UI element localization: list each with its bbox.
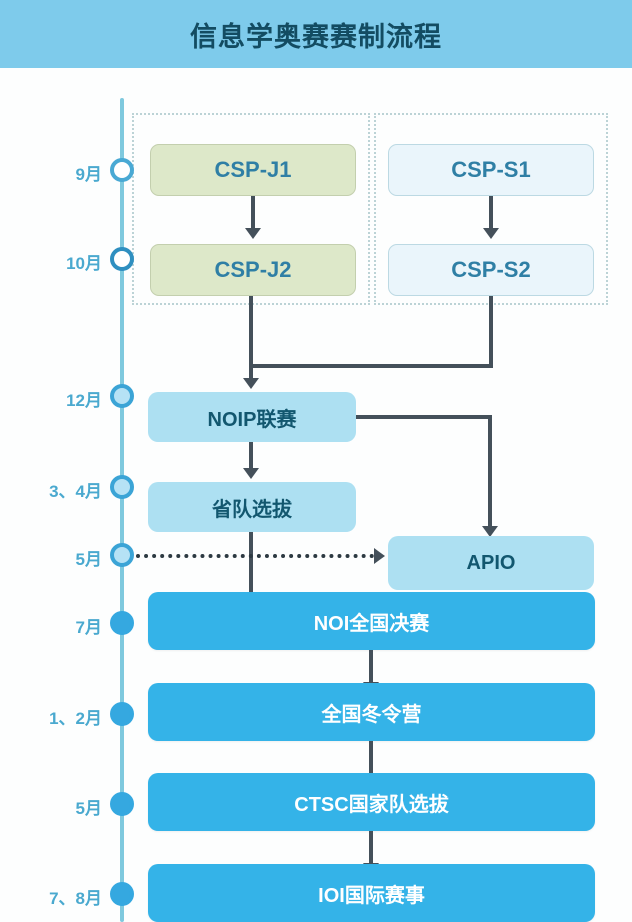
node-winter-camp[interactable]: 全国冬令营 [148,683,595,741]
connector-noip-to-apio-h [356,415,492,419]
timeline-axis [120,98,124,922]
node-csp-j2[interactable]: CSP-J2 [150,244,356,296]
timeline-label-5yue-apio: 5月 [75,550,102,569]
arrowhead-apio-top [482,526,498,537]
node-ioi[interactable]: IOI国际赛事 [148,864,595,922]
node-csp-j1[interactable]: CSP-J1 [150,144,356,196]
connector-merge-to-noip [249,364,253,382]
connector-cspj2-down [249,296,253,368]
arrowhead-csps2 [483,228,499,239]
node-csp-s1[interactable]: CSP-S1 [388,144,594,196]
node-csp-s2[interactable]: CSP-S2 [388,244,594,296]
timeline-label-9yue: 9月 [75,165,102,184]
arrowhead-apio-left [374,548,385,564]
timeline-label-7yue: 7月 [75,618,102,637]
page-header: 信息学奥赛赛制流程 [0,0,632,68]
connector-cspj1-to-cspj2 [251,196,255,232]
page-title: 信息学奥赛赛制流程 [190,21,442,52]
timeline-node-10yue [110,247,134,271]
connector-noi-to-winter [369,650,373,688]
connector-csps2-left [249,364,493,368]
connector-ctsc-to-ioi [369,831,373,869]
flowchart-canvas: 9月 10月 12月 3、4月 5月 7月 1、2月 5月 7、8月 CSP-J… [0,68,632,922]
timeline-node-7-8yue [110,882,134,906]
timeline-label-1-2yue: 1、2月 [49,709,102,728]
node-ctsc-selection[interactable]: CTSC国家队选拔 [148,773,595,831]
timeline-node-5yue-apio [110,543,134,567]
timeline-node-9yue [110,158,134,182]
node-noi-final[interactable]: NOI全国决赛 [148,592,595,650]
timeline-label-7-8yue: 7、8月 [49,889,102,908]
connector-province-to-noi [249,532,253,624]
node-apio[interactable]: APIO [388,536,594,590]
node-noip[interactable]: NOIP联赛 [148,392,356,442]
connector-csps1-to-csps2 [489,196,493,232]
connector-timeline-to-apio [136,554,374,558]
timeline-node-7yue [110,611,134,635]
arrowhead-noip [243,378,259,389]
connector-noip-to-province [249,442,253,472]
arrowhead-cspj2 [245,228,261,239]
timeline-node-1-2yue [110,702,134,726]
timeline-node-5yue-ctsc [110,792,134,816]
timeline-label-10yue: 10月 [66,254,102,273]
connector-noip-to-apio-v [488,415,492,530]
connector-winter-to-ctsc [369,741,373,779]
timeline-label-5yue-ctsc: 5月 [75,799,102,818]
connector-csps2-down [489,296,493,368]
timeline-label-3-4yue: 3、4月 [49,482,102,501]
node-province-selection[interactable]: 省队选拔 [148,482,356,532]
timeline-label-12yue: 12月 [66,391,102,410]
timeline-node-12yue [110,384,134,408]
arrowhead-province [243,468,259,479]
timeline-node-3-4yue [110,475,134,499]
